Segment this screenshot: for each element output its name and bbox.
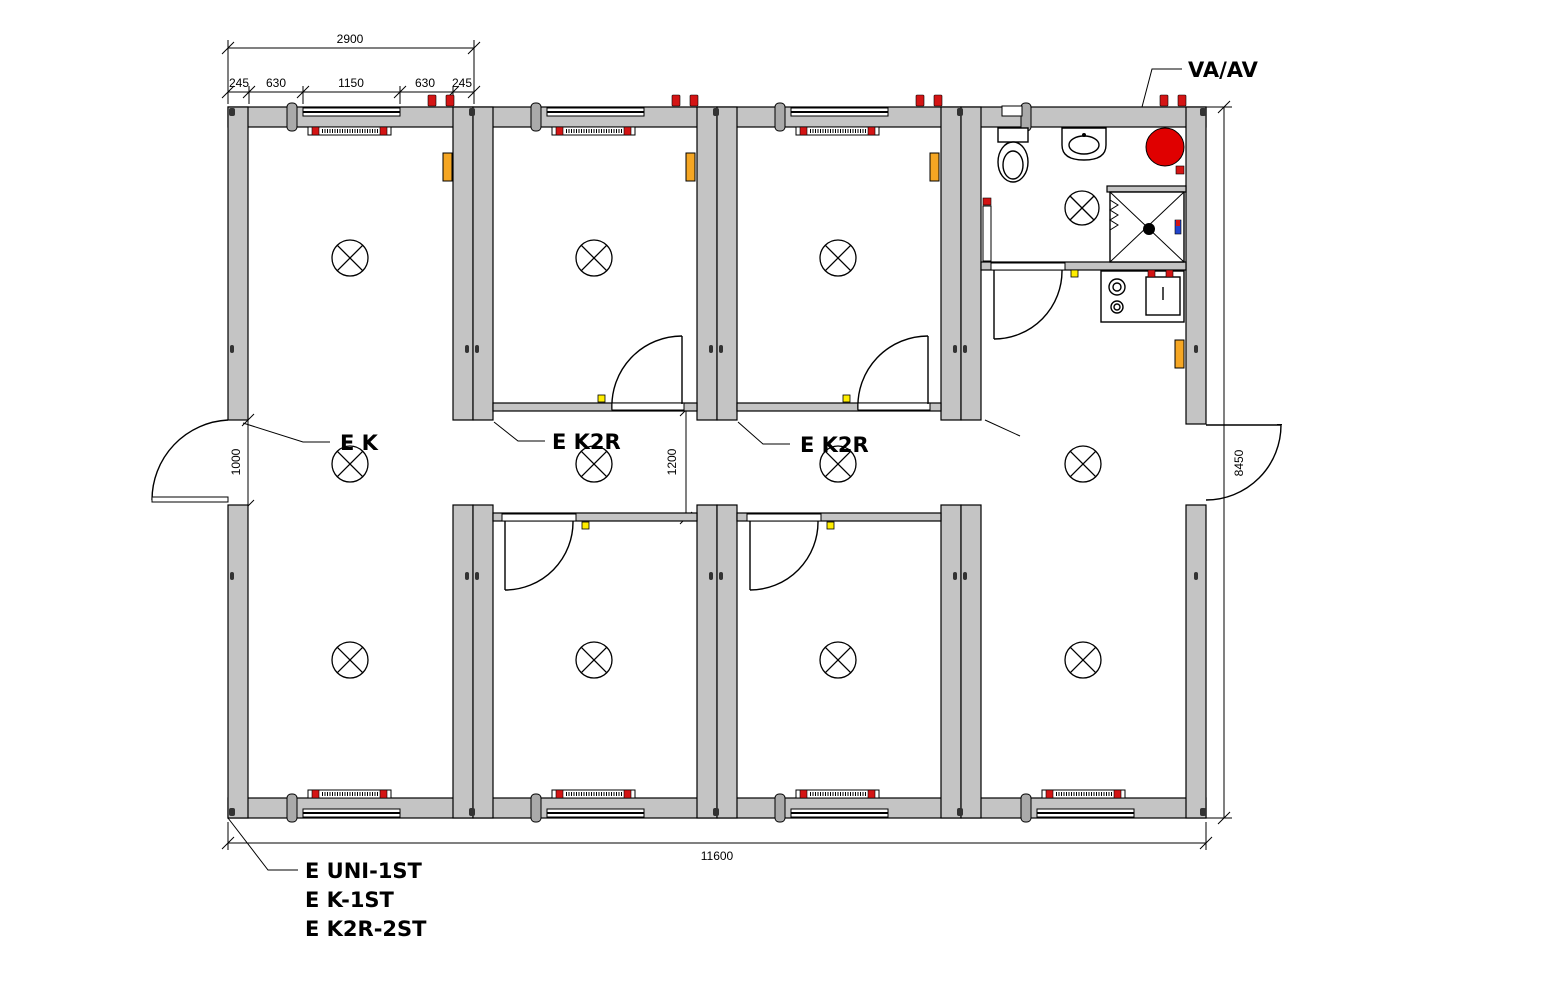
- partition-bathroom: [980, 261, 1187, 271]
- legend-line-1: E UNI-1ST: [305, 859, 423, 883]
- ceiling-light-icon: [331, 190, 1102, 679]
- radiator-bath-icon: [982, 197, 992, 262]
- wall-int-3b: [960, 106, 982, 421]
- wall-int-3a: [940, 106, 962, 421]
- dim-seg-5: 245: [452, 76, 472, 90]
- label-va-av: VA/AV: [1188, 58, 1259, 82]
- wall-right-lower: [1185, 504, 1207, 819]
- wall-int-4b: [472, 504, 494, 819]
- mirror-icon: [1001, 105, 1023, 117]
- label-ek: E K: [340, 431, 379, 455]
- radiator-icon: [307, 126, 1126, 799]
- partition-upper-1: [492, 402, 698, 412]
- label-ek2r-1: E K2R: [552, 430, 621, 454]
- wall-int-2a: [696, 106, 718, 421]
- stove-icon: [1100, 269, 1185, 323]
- partition-lower-1: [492, 512, 698, 522]
- wall-int-6a: [940, 504, 962, 819]
- wall-left-lower: [227, 504, 249, 819]
- legend-line-3: E K2R-2ST: [305, 917, 427, 941]
- leader-lines: [227, 68, 1182, 871]
- dim-door-width: 1000: [229, 448, 243, 475]
- boiler-icon: [1145, 127, 1185, 175]
- windows-bottom: [302, 808, 1135, 818]
- dim-overall-top: 2900: [337, 32, 364, 46]
- windows-top: [302, 107, 889, 117]
- partition-upper-2: [736, 402, 942, 412]
- wall-int-2b: [716, 106, 738, 421]
- vent-icon: [286, 102, 1032, 823]
- wall-left-upper: [227, 106, 249, 421]
- partition-lower-2: [736, 512, 942, 522]
- wall-int-6b: [960, 504, 982, 819]
- partition-shower: [1106, 185, 1187, 193]
- sink-icon: [1061, 127, 1107, 161]
- dim-seg-2: 630: [266, 76, 286, 90]
- wall-joints: [229, 108, 1206, 816]
- toilet-icon: [997, 127, 1029, 183]
- switch-icon: [581, 269, 1079, 530]
- label-ek2r-2: E K2R: [800, 433, 869, 457]
- wall-int-5a: [696, 504, 718, 819]
- wall-int-4a: [452, 504, 474, 819]
- wall-int-5b: [716, 504, 738, 819]
- wall-right-upper: [1185, 106, 1207, 425]
- walls: [227, 106, 1207, 819]
- dim-seg-4: 630: [415, 76, 435, 90]
- dimension-lines: [221, 40, 1232, 850]
- dim-seg-3: 1150: [338, 76, 364, 90]
- panel-icon: [442, 152, 1185, 369]
- door-swing-icon: [151, 262, 1282, 591]
- shower-icon: [1109, 191, 1185, 263]
- wall-int-1b: [472, 106, 494, 421]
- legend-line-2: E K-1ST: [305, 888, 395, 912]
- dim-seg-1: 245: [229, 76, 249, 90]
- dim-overall-bottom: 11600: [701, 849, 734, 863]
- connector-icon: [427, 94, 1187, 107]
- dim-corridor-width: 1200: [665, 448, 679, 475]
- wall-int-1a: [452, 106, 474, 421]
- dim-right-height: 8450: [1232, 449, 1246, 476]
